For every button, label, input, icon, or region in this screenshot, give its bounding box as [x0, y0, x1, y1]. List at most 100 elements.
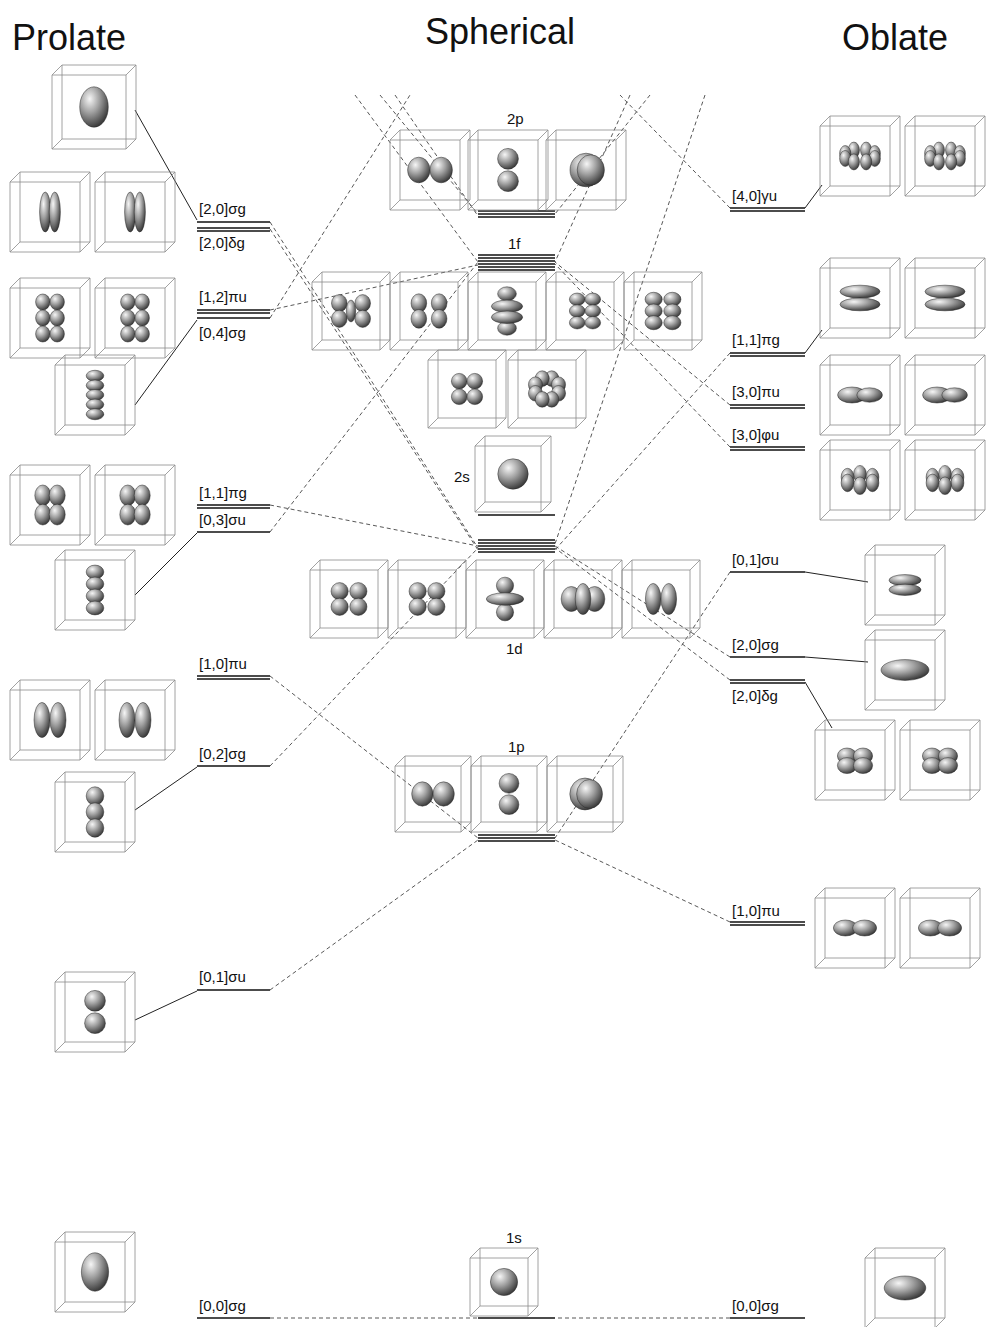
energy-level	[197, 230, 270, 231]
cube-outline	[388, 560, 466, 638]
orbital-box	[390, 130, 470, 210]
level-label: [1,0]πu	[197, 655, 249, 672]
orbital-lobe	[50, 294, 64, 310]
level-label: [4,0]γu	[730, 187, 779, 204]
energy-level	[478, 254, 555, 255]
orbital-box	[905, 355, 985, 435]
orbital-box	[905, 440, 985, 520]
orbital-box	[10, 278, 90, 358]
cube-outline	[55, 355, 135, 435]
energy-level	[730, 210, 805, 211]
cube-outline	[468, 272, 546, 350]
level-label: [0,0]σg	[730, 1297, 781, 1314]
energy-level	[730, 352, 805, 353]
orbital-lobe	[428, 583, 445, 600]
orbital-lobe	[35, 504, 51, 525]
correlation-line	[270, 548, 478, 766]
orbital-lobe	[498, 459, 528, 489]
orbital-lobe	[86, 577, 104, 591]
orbital-boxes	[10, 65, 985, 1327]
orbital-lobe	[946, 154, 957, 170]
orbital-lobe	[350, 583, 367, 600]
orbital-lobe	[577, 780, 603, 809]
orbital-box	[622, 560, 700, 638]
orbital-lobe	[411, 309, 427, 328]
orbital-box	[820, 355, 900, 435]
orbital-lobe	[49, 192, 60, 232]
cube-outline	[546, 272, 624, 350]
correlation-line	[555, 264, 730, 447]
energy-level	[197, 989, 270, 990]
orbital-lobe	[49, 485, 65, 506]
orbital-lobe	[121, 294, 135, 310]
cube-outline	[95, 278, 175, 358]
orbital-box	[428, 350, 506, 428]
cube-outline	[547, 756, 623, 832]
orbital-lobe	[491, 300, 522, 312]
level-label: [2,0]δg	[730, 687, 780, 704]
orbital-box	[55, 355, 135, 435]
correlation-line	[555, 1318, 730, 1319]
cube-outline	[466, 560, 544, 638]
orbital-box	[905, 258, 985, 338]
orbital-box	[865, 630, 945, 710]
energy-level	[730, 656, 805, 657]
correlation-line	[555, 572, 730, 838]
orbital-lobe	[575, 583, 591, 614]
energy-level	[478, 834, 555, 835]
orbital-box	[905, 116, 985, 196]
shell-label: 2p	[505, 110, 526, 127]
orbital-lobe	[926, 474, 939, 492]
cube-outline	[905, 258, 985, 338]
energy-level	[197, 317, 270, 318]
orbital-lobe	[34, 702, 50, 737]
orbital-lobe	[355, 295, 371, 312]
orbital-box	[95, 680, 175, 760]
leader-line	[805, 657, 868, 662]
orbital-lobe	[135, 326, 149, 342]
orbital-lobe	[85, 990, 106, 1011]
orbital-lobe	[938, 920, 962, 936]
orbital-lobe	[120, 485, 136, 506]
orbital-box	[10, 680, 90, 760]
leader-line	[135, 320, 197, 405]
view-heading: Oblate	[840, 18, 950, 58]
energy-level	[478, 840, 555, 841]
orbital-lobe	[664, 316, 681, 330]
level-label: [0,3]σu	[197, 511, 248, 528]
energy-level	[197, 531, 270, 532]
orbital-lobe	[645, 583, 661, 614]
orbital-lobe	[428, 598, 445, 615]
level-label: [0,1]σu	[197, 968, 248, 985]
correlation-line	[355, 95, 478, 262]
orbital-box	[95, 278, 175, 358]
orbital-box	[508, 350, 586, 428]
cube-outline	[546, 130, 626, 210]
cube-outline	[52, 65, 136, 149]
shell-label: 2s	[452, 468, 472, 485]
orbital-lobe	[50, 310, 64, 326]
cube-outline	[55, 1232, 135, 1312]
level-label: [1,1]πg	[197, 484, 249, 501]
orbital-lobe	[332, 310, 348, 327]
correlation-line	[270, 222, 478, 548]
energy-level	[730, 682, 805, 683]
correlation-line	[270, 229, 478, 550]
orbital-lobe	[498, 171, 519, 192]
correlation-line	[555, 95, 705, 544]
leader-line	[135, 991, 197, 1020]
energy-level	[197, 221, 270, 222]
energy-level	[197, 765, 270, 766]
orbital-lobe	[135, 294, 149, 310]
cube-outline	[624, 272, 702, 350]
orbital-lobe	[467, 373, 483, 389]
cube-outline	[900, 720, 980, 800]
orbital-box	[815, 720, 895, 800]
energy-level	[197, 678, 270, 679]
orbital-box	[470, 1248, 538, 1316]
energy-level	[197, 675, 270, 676]
energy-level	[478, 260, 555, 261]
correlation-line	[555, 546, 730, 657]
cube-outline	[55, 772, 135, 852]
orbital-lobe	[938, 758, 957, 774]
